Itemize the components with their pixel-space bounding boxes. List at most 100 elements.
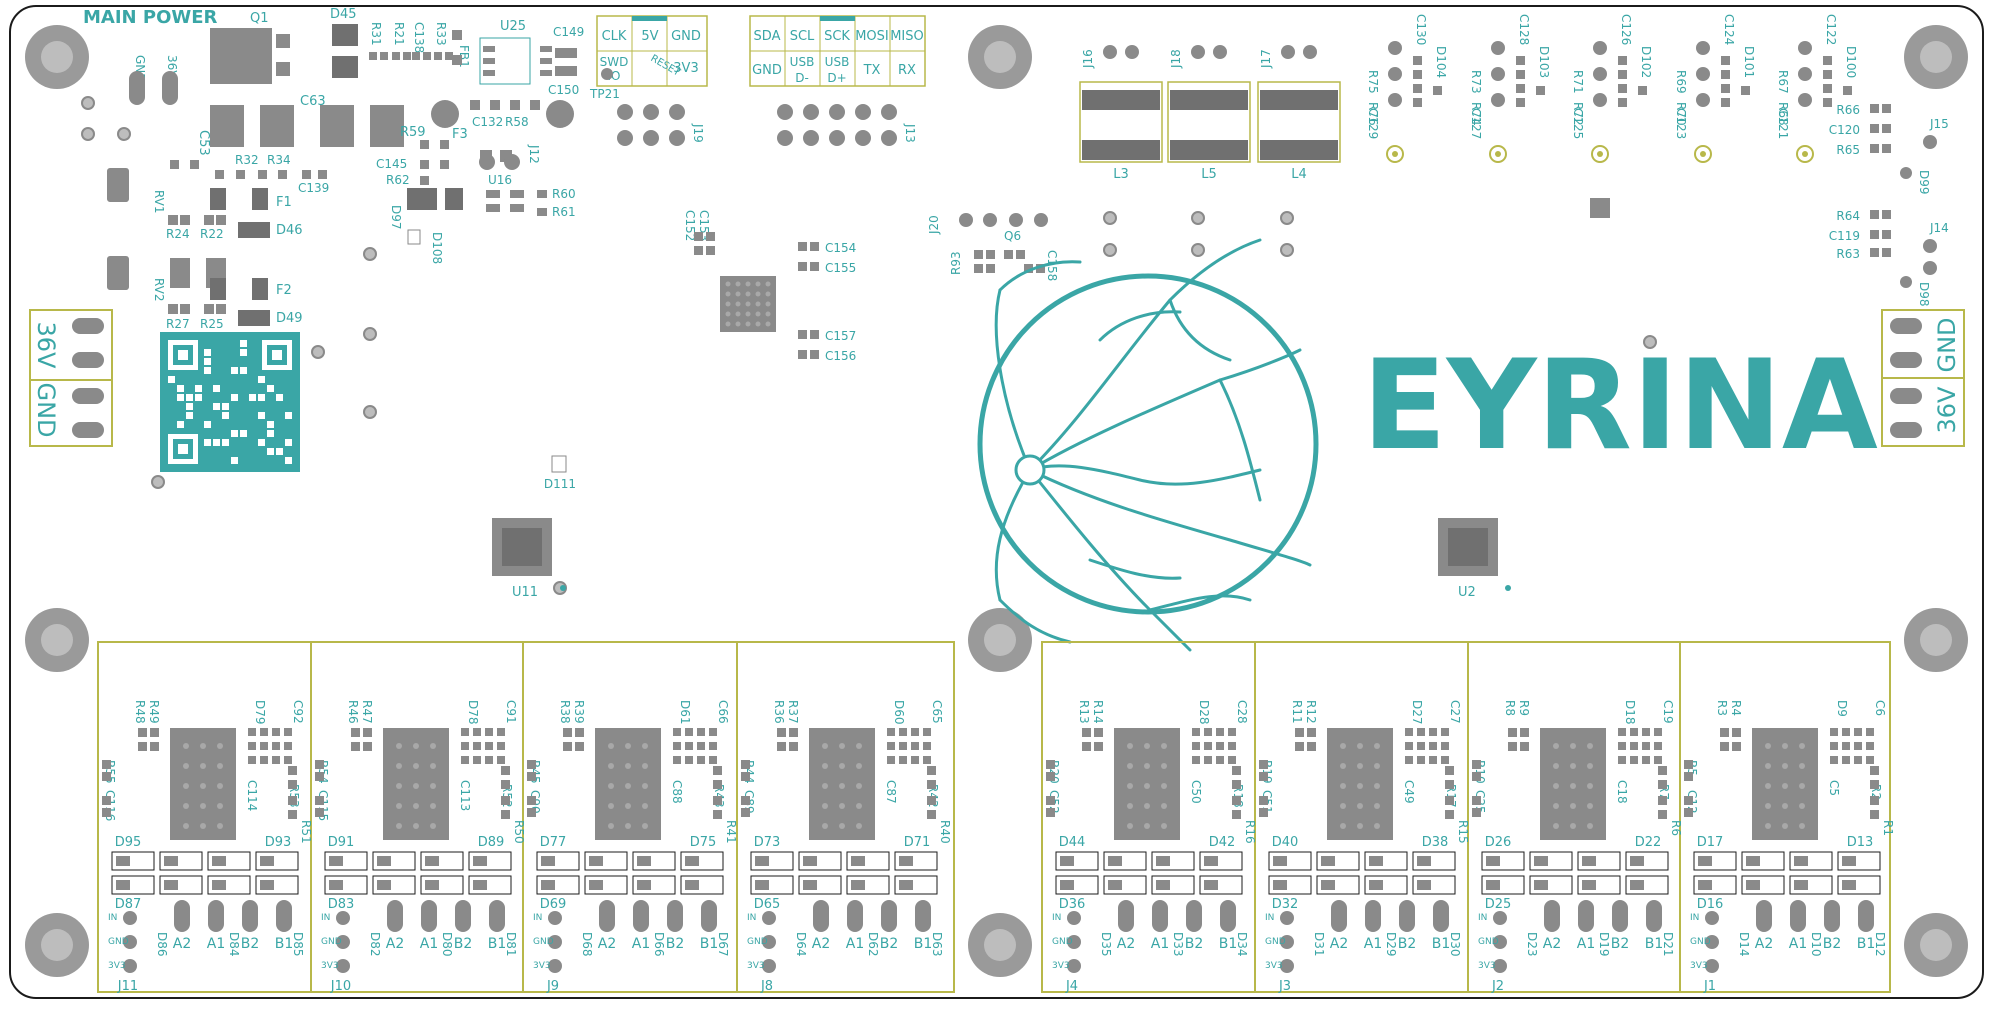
pad: [887, 756, 895, 764]
chip-pad: [1553, 823, 1559, 829]
refdes-label: D21: [1661, 932, 1675, 957]
chip-pad: [822, 743, 828, 749]
pad: [694, 246, 703, 255]
refdes-label: R62: [386, 173, 410, 187]
chip-pad: [1782, 803, 1788, 809]
pad: [1746, 880, 1760, 890]
refdes-label: D13: [1847, 835, 1874, 850]
pad: [697, 756, 705, 764]
header-pin: [1491, 93, 1505, 107]
output-label: B1: [700, 936, 719, 952]
chip-pad: [1144, 763, 1150, 769]
pad: [685, 728, 693, 736]
left-36v-label: 36V: [32, 322, 60, 370]
pad: [272, 756, 280, 764]
refdes-label: R21: [392, 22, 406, 46]
header-pin: [1696, 93, 1710, 107]
pad: [248, 728, 256, 736]
retina-vessel: [994, 288, 1032, 472]
pad: [1295, 728, 1304, 737]
pad: [563, 742, 572, 751]
via: [1280, 243, 1294, 257]
pad: [510, 100, 520, 110]
refdes-label: D108: [430, 232, 444, 264]
pad: [288, 766, 297, 775]
header-pin: [803, 130, 819, 146]
pad: [284, 728, 292, 736]
pad: [369, 52, 377, 60]
output-pin: [489, 900, 505, 932]
pad: [1842, 728, 1850, 736]
header-pin: [1191, 45, 1205, 59]
pad: [425, 880, 439, 890]
header-pin: [855, 130, 871, 146]
pad: [1441, 728, 1449, 736]
pad: [486, 190, 500, 198]
refdes-label: D16: [1697, 897, 1724, 912]
pad: [685, 756, 693, 764]
pad: [1870, 104, 1879, 113]
pad: [377, 880, 391, 890]
bga-ball: [765, 301, 771, 307]
chip-pad: [413, 823, 419, 829]
chip-pad: [642, 763, 648, 769]
refdes-label: R74: [1469, 102, 1483, 126]
pad: [1684, 772, 1693, 781]
pad: [575, 742, 584, 751]
pad: [1516, 56, 1525, 65]
pad: [1445, 796, 1454, 805]
chip-pad: [1357, 803, 1363, 809]
pad: [501, 780, 510, 789]
output-label: A2: [812, 936, 830, 952]
refdes-label: IN: [321, 913, 330, 923]
connector-label: J3: [1278, 979, 1291, 994]
pad: [887, 742, 895, 750]
header-pin: [1103, 45, 1117, 59]
refdes-label: D26: [1485, 835, 1512, 850]
pad: [501, 766, 510, 775]
output-label: A2: [1755, 936, 1773, 952]
refdes-label: C27: [1448, 700, 1462, 724]
pad: [425, 856, 439, 866]
pad: [1823, 70, 1832, 79]
chip-pad: [642, 823, 648, 829]
pad: [445, 52, 453, 60]
chip-pad: [1799, 823, 1805, 829]
refdes-label: D9: [1835, 700, 1849, 717]
refdes-label: R46: [346, 700, 360, 724]
test-point: [431, 100, 459, 128]
pad: [216, 215, 226, 225]
refdes-label: D95: [115, 835, 142, 850]
pad: [1321, 856, 1335, 866]
pad: [1870, 230, 1879, 239]
header-pin: [829, 130, 845, 146]
via: [363, 327, 377, 341]
chip-pad: [183, 783, 189, 789]
chip-pad: [183, 803, 189, 809]
output-label: B2: [666, 936, 685, 952]
pad: [1866, 756, 1874, 764]
header-pin: [1696, 67, 1710, 81]
refdes-label: R67: [1776, 70, 1790, 94]
pad: [1842, 742, 1850, 750]
chip-pad: [1799, 803, 1805, 809]
header-pin: [1388, 93, 1402, 107]
c53-label: C53: [196, 130, 211, 156]
test-point-center: [1495, 151, 1501, 157]
header-pin: [617, 104, 633, 120]
chip-pad: [217, 803, 223, 809]
chip-pad: [217, 823, 223, 829]
pin1-dot: [560, 585, 566, 591]
header-pin: [1491, 41, 1505, 55]
pad: [116, 856, 130, 866]
pad: [1866, 728, 1874, 736]
refdes-label: J14: [1929, 221, 1949, 235]
pad: [170, 160, 179, 169]
refdes-label: D60: [892, 700, 906, 725]
refdes-label: C6: [1873, 700, 1887, 716]
bga-ball: [755, 291, 761, 297]
refdes-label: C92: [291, 700, 305, 724]
connector-pin: [762, 935, 776, 949]
refdes-label: 3V3: [1265, 961, 1283, 971]
